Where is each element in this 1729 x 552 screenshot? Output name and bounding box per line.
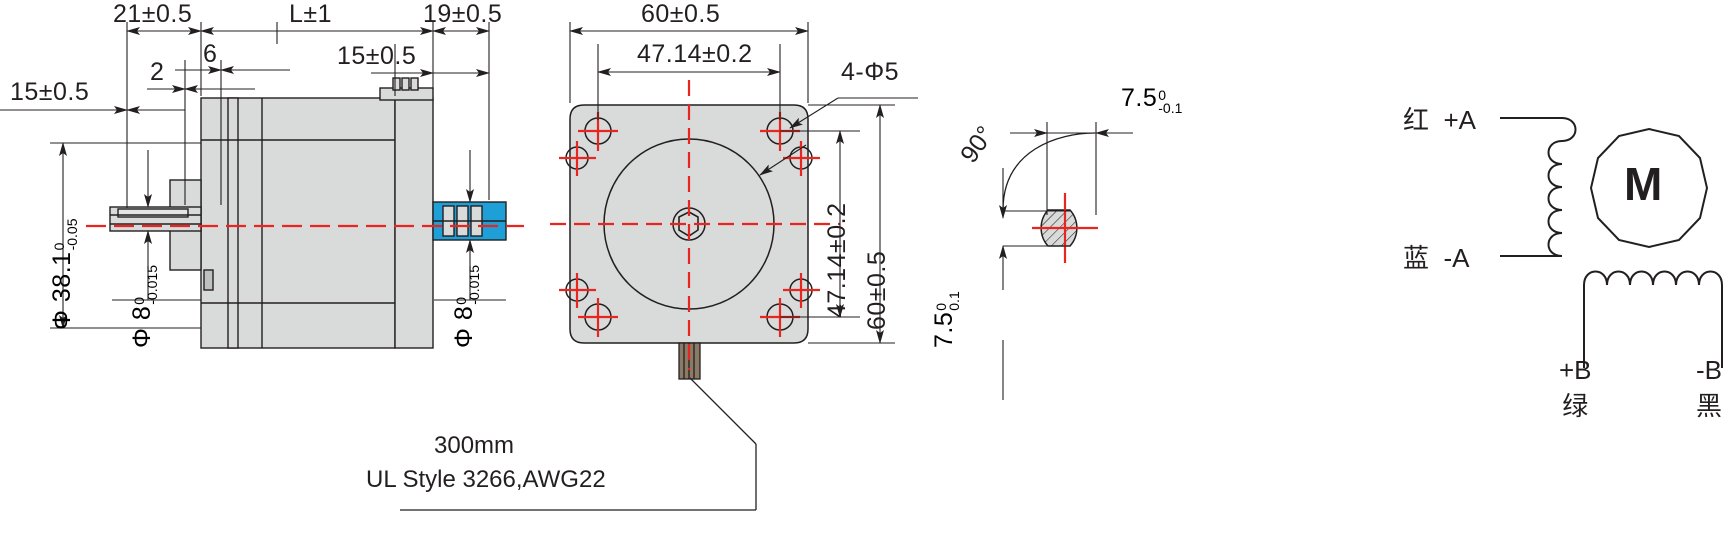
front-view-dimension-lines — [569, 22, 918, 344]
callout-4-phi-5: 4-Φ5 — [841, 58, 900, 86]
dim-8l-tol-lower: -0.015 — [143, 264, 160, 305]
dim-bolt-circle-47-14: 47.14±0.2 — [637, 40, 753, 68]
dim-flat-depth-tol-lower: 0.1 — [945, 291, 962, 311]
wire-terminal-b-minus: -B — [1696, 355, 1722, 385]
dim-height-47-14: 47.14±0.2 — [823, 202, 851, 318]
wire-label-b-minus: -B 黑 — [1696, 355, 1722, 423]
cable-note-leader — [400, 377, 757, 511]
dim-flat-width-value: 7.5 — [1121, 84, 1158, 112]
wire-terminal-a-plus: +A — [1443, 105, 1476, 135]
side-view-geometry — [109, 77, 507, 349]
front-view-centerlines — [550, 80, 840, 370]
dim-2: 2 — [150, 58, 165, 86]
dim-8r-prefix: Φ — [450, 327, 478, 348]
dim-19: 19±0.5 — [423, 0, 503, 28]
dim-6: 6 — [203, 40, 218, 68]
shaft-detail-dimension-lines — [999, 122, 1133, 400]
dim-21: 21±0.5 — [113, 0, 193, 28]
dim-15-right: 15±0.5 — [337, 42, 417, 70]
dim-flat-width-tol-upper: 0 — [1158, 86, 1167, 103]
wire-color-blue: 蓝 — [1403, 243, 1430, 273]
cable-note-spec: UL Style 3266,AWG22 — [366, 466, 606, 493]
dim-L: L±1 — [289, 0, 333, 28]
dim-15-left: 15±0.5 — [10, 78, 90, 106]
dim-width-60: 60±0.5 — [641, 0, 721, 28]
dim-8r-value: 8 — [450, 305, 478, 321]
dim-38-1-prefix: Φ — [48, 309, 76, 330]
dim-height-60: 60±0.5 — [863, 250, 891, 330]
wire-terminal-b-plus: +B — [1559, 355, 1592, 385]
dim-flat-depth-value: 7.5 — [930, 311, 958, 348]
dim-flat-width-tol-lower: -0.1 — [1158, 99, 1183, 116]
wire-label-a-minus: 蓝 -A — [1403, 238, 1469, 275]
dim-8r-tol-lower: -0.015 — [465, 264, 482, 305]
wire-terminal-a-minus: -A — [1443, 243, 1470, 273]
wire-label-a-plus: 红 +A — [1403, 100, 1476, 137]
wiring-diagram-geometry — [1500, 117, 1723, 368]
dim-38-1-tol-lower: -0.05 — [63, 218, 80, 251]
front-view-geometry — [565, 104, 813, 380]
wire-label-b-plus: +B 绿 — [1559, 355, 1592, 423]
wire-color-red: 红 — [1403, 105, 1430, 135]
shaft-detail-crosshair — [1032, 193, 1098, 263]
cable-note-length: 300mm — [434, 432, 515, 459]
wire-color-black: 黑 — [1696, 391, 1723, 421]
dim-8l-value: 8 — [128, 305, 156, 321]
dim-38-1-value: 38.1 — [48, 251, 76, 303]
wire-color-green: 绿 — [1562, 391, 1589, 421]
motor-symbol-label: M — [1624, 158, 1663, 210]
dim-8l-prefix: Φ — [128, 327, 156, 348]
side-view-dimension-lines — [0, 22, 506, 329]
